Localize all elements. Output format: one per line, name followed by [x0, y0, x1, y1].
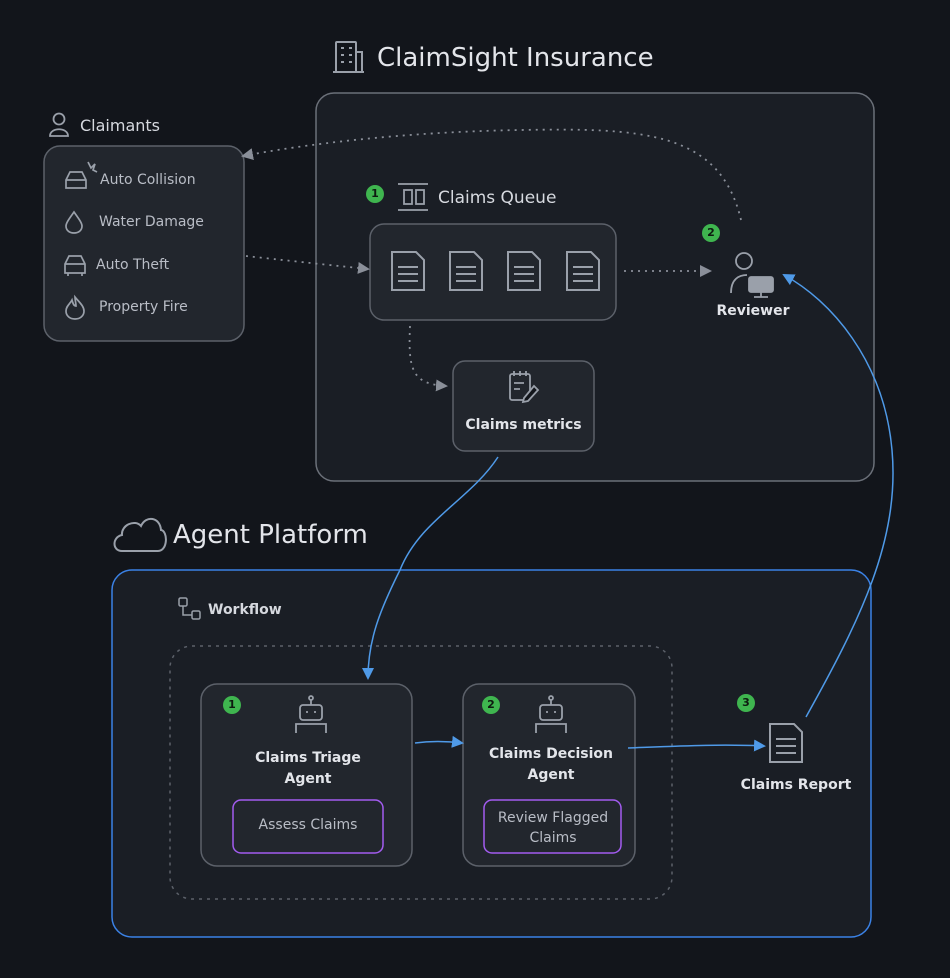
cloud-icon	[113, 518, 167, 552]
claimant-item-auto-collision: Auto Collision	[100, 172, 196, 188]
decision-to-report-arrow	[627, 739, 766, 752]
person-icon	[49, 112, 69, 137]
reviewer-icon	[730, 252, 774, 298]
triage-to-decision-arrow	[414, 735, 464, 748]
document-icon	[507, 251, 541, 291]
report-to-reviewer-arrow	[782, 274, 894, 718]
water-drop-icon	[65, 210, 83, 234]
robot-icon	[535, 695, 567, 733]
claimants-box	[43, 145, 245, 342]
workflow-icon	[178, 597, 201, 620]
insurance-title: ClaimSight Insurance	[377, 43, 654, 73]
triage-step-badge: 1	[223, 696, 241, 714]
workflow-label: Workflow	[208, 602, 282, 618]
claimant-item-property-fire: Property Fire	[99, 299, 188, 315]
metrics-to-triage-arrow	[362, 456, 499, 680]
review-flagged-claims-task[interactable]: Review Flagged Claims	[497, 810, 609, 846]
queue-step-badge: 1	[366, 185, 384, 203]
report-step-badge: 3	[737, 694, 755, 712]
car-icon	[64, 255, 86, 276]
document-icon	[449, 251, 483, 291]
claimants-label: Claimants	[80, 116, 161, 135]
reviewer-label: Reviewer	[716, 303, 790, 319]
claimant-item-water-damage: Water Damage	[99, 214, 204, 230]
report-document-icon	[769, 723, 803, 763]
robot-icon	[295, 695, 327, 733]
reviewer-to-claimants-arrow	[241, 128, 742, 221]
triage-agent-label: Claims Triage Agent	[255, 750, 361, 787]
claims-queue-box	[369, 223, 617, 321]
claims-metrics-box	[452, 360, 595, 452]
assess-claims-task[interactable]: Assess Claims	[258, 817, 358, 833]
reviewer-step-badge: 2	[702, 224, 720, 242]
decision-agent-label: Claims Decision Agent	[488, 746, 614, 783]
building-icon	[333, 41, 364, 73]
claims-metrics-label: Claims metrics	[465, 417, 582, 433]
review-flagged-task-box	[483, 799, 622, 854]
decision-step-badge: 2	[482, 696, 500, 714]
platform-title: Agent Platform	[173, 520, 368, 550]
queue-icon	[398, 183, 428, 211]
flame-icon	[65, 294, 85, 320]
assess-claims-task-box	[232, 799, 384, 854]
claims-queue-label: Claims Queue	[438, 188, 557, 208]
notepad-edit-icon	[509, 371, 540, 404]
claimant-item-auto-theft: Auto Theft	[96, 257, 170, 273]
claims-report-label: Claims Report	[740, 777, 852, 793]
document-icon	[566, 251, 600, 291]
car-crash-icon	[65, 161, 98, 189]
claimants-to-queue-arrow	[245, 255, 370, 274]
document-icon	[391, 251, 425, 291]
